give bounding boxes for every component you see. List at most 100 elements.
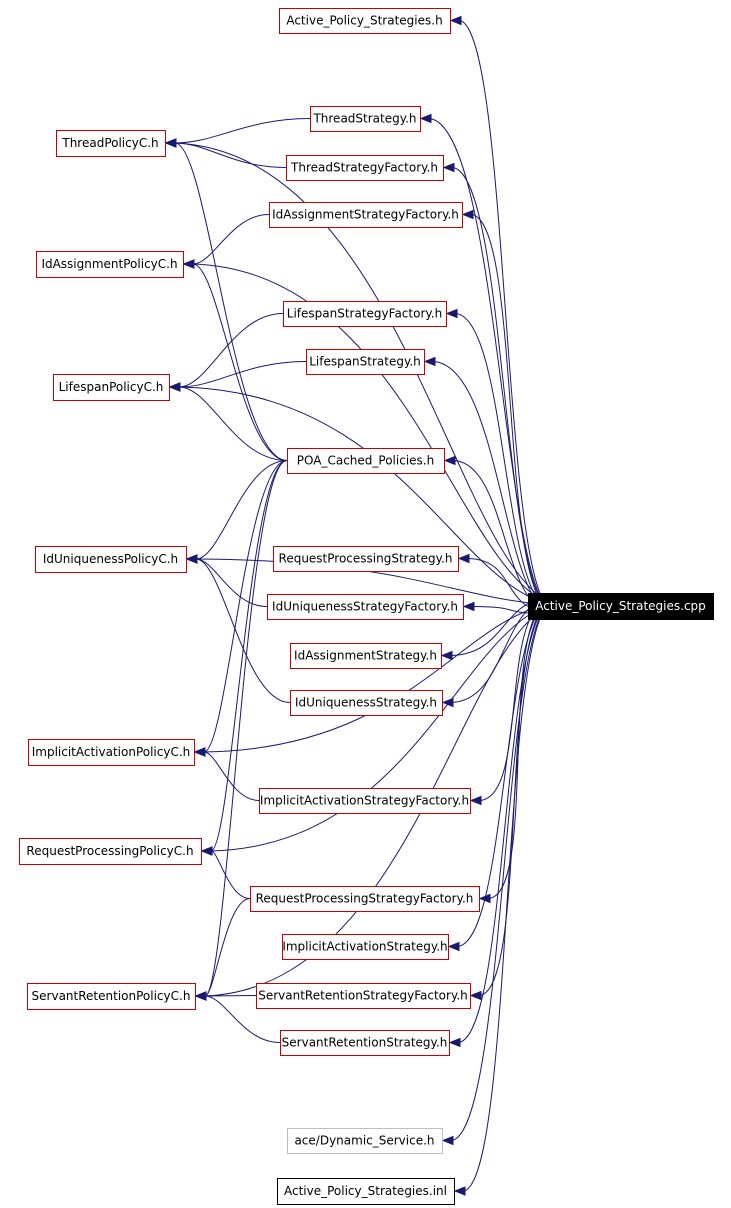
- edge-root-to-implicit-activation-strategy-h: [457, 605, 543, 947]
- node-label: ImplicitActivationStrategy.h: [282, 940, 447, 954]
- node-id-assignment-strategy-h[interactable]: IdAssignmentStrategy.h: [290, 643, 442, 669]
- node-request-processing-strategy-h[interactable]: RequestProcessingStrategy.h: [273, 546, 459, 572]
- node-request-processing-strategy-factory-h[interactable]: RequestProcessingStrategyFactory.h: [250, 886, 480, 912]
- node-label: IdUniquenessStrategyFactory.h: [272, 600, 458, 614]
- node-box: [280, 1030, 450, 1056]
- node-label: LifespanStrategy.h: [309, 355, 421, 369]
- node-ace-dynamic-service-h[interactable]: ace/Dynamic_Service.h: [287, 1128, 443, 1154]
- edge-root-to-implicit-activation-policy-c-h: [203, 605, 543, 753]
- node-request-processing-policy-c-h[interactable]: RequestProcessingPolicyC.h: [19, 838, 202, 865]
- arrowhead: [419, 113, 432, 124]
- node-servant-retention-strategy-factory-h[interactable]: ServantRetentionStrategyFactory.h: [256, 983, 471, 1009]
- node-implicit-activation-strategy-h[interactable]: ImplicitActivationStrategy.h: [282, 934, 449, 960]
- node-thread-strategy-factory-h[interactable]: ThreadStrategyFactory.h: [286, 155, 444, 181]
- node-label: Active_Policy_Strategies.h: [286, 14, 442, 28]
- node-servant-retention-policy-c-h[interactable]: ServantRetentionPolicyC.h: [27, 983, 196, 1010]
- edge-root-to-servant-retention-strategy-h: [458, 609, 543, 1043]
- arrowhead: [164, 138, 177, 148]
- arrowhead: [440, 650, 453, 661]
- node-box: [277, 1178, 455, 1205]
- arrowhead: [441, 1135, 454, 1146]
- edge-poa-cached-policies-h-to-request-processing-policy-c-h: [210, 460, 288, 852]
- node-label: LifespanStrategyFactory.h: [287, 307, 442, 321]
- edge-root-to-id-uniqueness-policy-c-h: [195, 558, 543, 605]
- arrowhead: [461, 209, 474, 220]
- node-implicit-activation-strategy-factory-h[interactable]: ImplicitActivationStrategyFactory.h: [259, 788, 471, 814]
- arrowhead: [182, 259, 195, 269]
- edge-id-uniqueness-strategy-h-to-id-uniqueness-policy-c-h: [195, 558, 291, 703]
- node-id-assignment-strategy-factory-h[interactable]: IdAssignmentStrategyFactory.h: [269, 202, 463, 228]
- node-box: [36, 251, 184, 278]
- node-label: POA_Cached_Policies.h: [297, 454, 434, 468]
- node-box: [282, 934, 449, 960]
- node-label: IdAssignmentStrategyFactory.h: [272, 208, 459, 222]
- edge-root-to-request-processing-policy-c-h: [210, 607, 543, 852]
- arrowhead: [449, 15, 462, 26]
- arrowhead: [462, 601, 475, 612]
- node-box: [279, 8, 451, 34]
- edge-implicit-activation-strategy-factory-h-to-implicit-activation-policy-c-h: [203, 751, 260, 801]
- node-box: [267, 594, 464, 620]
- node-id-uniqueness-strategy-factory-h[interactable]: IdUniquenessStrategyFactory.h: [267, 594, 464, 620]
- node-box: [250, 886, 480, 912]
- edge-root-to-active-policy-strategies-h: [459, 20, 543, 599]
- node-label: IdUniquenessPolicyC.h: [43, 552, 178, 566]
- node-box: [290, 690, 443, 716]
- edge-root-to-servant-retention-policy-c-h: [204, 609, 543, 997]
- edge-poa-cached-policies-h-to-lifespan-policy-c-h: [178, 386, 288, 461]
- arrowhead: [423, 356, 436, 367]
- node-label: ImplicitActivationStrategyFactory.h: [260, 794, 469, 808]
- edge-root-to-thread-strategy-factory-h: [452, 167, 543, 603]
- node-box: [256, 983, 471, 1009]
- edge-poa-cached-policies-h-to-id-assignment-policy-c-h: [192, 263, 288, 461]
- node-box: [27, 983, 196, 1010]
- node-lifespan-strategy-h[interactable]: LifespanStrategy.h: [306, 349, 425, 375]
- arrowhead: [443, 455, 456, 466]
- arrowhead: [445, 308, 458, 319]
- edge-request-processing-strategy-factory-h-to-servant-retention-policy-c-h: [204, 898, 251, 997]
- node-box: [56, 130, 166, 157]
- node-thread-strategy-h[interactable]: ThreadStrategy.h: [310, 106, 421, 132]
- node-box: [259, 788, 471, 814]
- edge-thread-strategy-factory-h-to-thread-policy-c-h: [174, 142, 287, 168]
- node-root[interactable]: Active_Policy_Strategies.cpp: [528, 593, 714, 620]
- arrowhead: [194, 991, 207, 1001]
- edge-poa-cached-policies-h-to-id-uniqueness-policy-c-h: [195, 460, 288, 560]
- edge-root-to-active-policy-strategies-inl: [463, 613, 543, 1192]
- arrowhead: [447, 941, 460, 952]
- node-label: ServantRetentionPolicyC.h: [32, 989, 191, 1003]
- node-thread-policy-c-h[interactable]: ThreadPolicyC.h: [56, 130, 166, 157]
- node-id-uniqueness-policy-c-h[interactable]: IdUniquenessPolicyC.h: [35, 546, 187, 573]
- node-active-policy-strategies-h[interactable]: Active_Policy_Strategies.h: [279, 8, 451, 34]
- node-box: [286, 155, 444, 181]
- node-poa-cached-policies-h[interactable]: POA_Cached_Policies.h: [287, 448, 445, 474]
- node-servant-retention-strategy-h[interactable]: ServantRetentionStrategy.h: [280, 1030, 450, 1056]
- node-id-assignment-policy-c-h[interactable]: IdAssignmentPolicyC.h: [36, 251, 184, 278]
- node-label: ace/Dynamic_Service.h: [294, 1134, 434, 1148]
- arrowhead: [453, 1186, 466, 1196]
- node-label: ThreadPolicyC.h: [61, 136, 158, 150]
- arrowhead: [469, 795, 482, 806]
- node-active-policy-strategies-inl[interactable]: Active_Policy_Strategies.inl: [277, 1178, 455, 1205]
- node-label: ServantRetentionStrategy.h: [282, 1036, 448, 1050]
- arrowhead: [448, 1037, 461, 1048]
- arrowhead: [185, 554, 198, 564]
- node-id-uniqueness-strategy-h[interactable]: IdUniquenessStrategy.h: [290, 690, 443, 716]
- edge-thread-strategy-h-to-thread-policy-c-h: [174, 118, 311, 144]
- edge-id-assignment-strategy-factory-h-to-id-assignment-policy-c-h: [192, 214, 270, 265]
- node-box: [28, 739, 195, 766]
- node-lifespan-policy-c-h[interactable]: LifespanPolicyC.h: [53, 374, 170, 401]
- edge-request-processing-strategy-factory-h-to-request-processing-policy-c-h: [210, 850, 251, 899]
- arrowhead: [457, 553, 470, 564]
- node-lifespan-strategy-factory-h[interactable]: LifespanStrategyFactory.h: [283, 301, 447, 327]
- node-box: [310, 106, 421, 132]
- edge-root-to-lifespan-policy-c-h: [178, 386, 543, 603]
- arrowhead: [442, 162, 455, 173]
- node-box: [283, 301, 447, 327]
- edge-root-to-servant-retention-strategy-factory-h: [479, 607, 543, 996]
- node-box: [287, 1128, 443, 1154]
- node-box: [269, 202, 463, 228]
- node-implicit-activation-policy-c-h[interactable]: ImplicitActivationPolicyC.h: [28, 739, 195, 766]
- node-label: Active_Policy_Strategies.inl: [284, 1184, 447, 1198]
- node-box: [287, 448, 445, 474]
